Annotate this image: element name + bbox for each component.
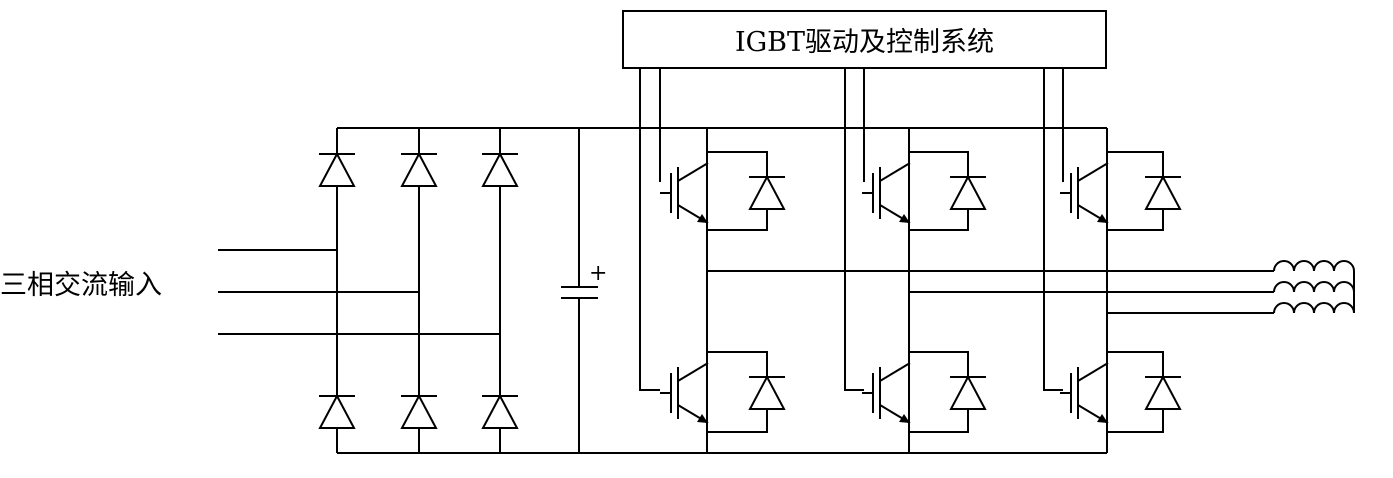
rectifier-diode-top-a <box>318 153 356 187</box>
rectifier-diode-bottom-b <box>400 395 438 429</box>
three-phase-ac-input-label: 三相交流输入 <box>0 270 162 301</box>
rectifier-diode-bottom-c <box>481 395 519 429</box>
freewheel-diode-upper-1 <box>748 176 786 210</box>
freewheel-diode-lower-3 <box>1144 376 1182 410</box>
freewheel-diode-lower-1 <box>748 376 786 410</box>
igbt-upper-3 <box>1059 162 1109 224</box>
igbt-lower-3 <box>1059 362 1109 424</box>
rectifier-diode-top-c <box>481 153 519 187</box>
freewheel-diode-upper-3 <box>1144 176 1182 210</box>
igbt-upper-2 <box>861 162 911 224</box>
freewheel-diode-upper-2 <box>949 176 987 210</box>
capacitor-polarity-label: + <box>589 261 607 286</box>
motor-winding-w <box>1273 302 1355 314</box>
igbt-driver-control-label: IGBT驱动及控制系统 <box>734 27 995 58</box>
freewheel-diode-lower-2 <box>949 376 987 410</box>
igbt-driver-control-box: IGBT驱动及控制系统 <box>622 10 1107 69</box>
rectifier-diode-bottom-a <box>318 395 356 429</box>
igbt-upper-1 <box>659 162 709 224</box>
rectifier-diode-top-b <box>400 153 438 187</box>
igbt-lower-2 <box>861 362 911 424</box>
motor-winding-v <box>1273 281 1355 293</box>
igbt-lower-1 <box>659 362 709 424</box>
motor-winding-u <box>1273 260 1355 272</box>
